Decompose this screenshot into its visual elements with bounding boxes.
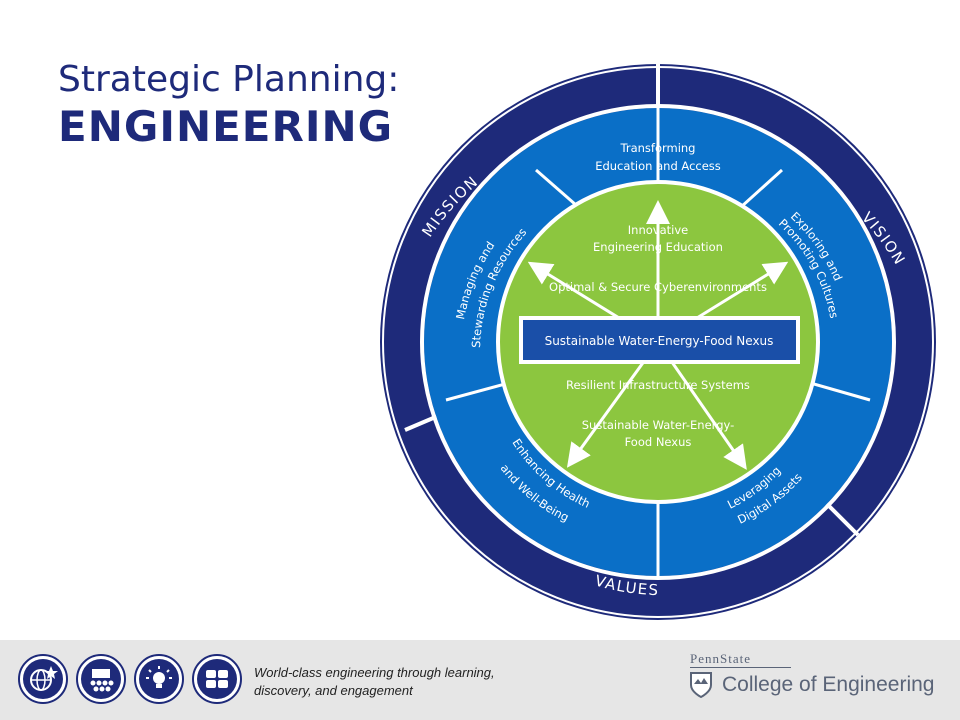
- page-title-line2: ENGINEERING: [58, 102, 394, 151]
- brand-college-name: College of Engineering: [722, 673, 935, 696]
- tagline-line2: discovery, and engagement: [254, 683, 413, 698]
- crowd-icon: [76, 654, 126, 704]
- brand-logo: PennState College of Engineering: [690, 650, 934, 698]
- tagline-line1: World-class engineering through learning…: [254, 665, 495, 680]
- core-sustainable-2: Food Nexus: [625, 435, 692, 449]
- hands-icon: [192, 654, 242, 704]
- core-sustainable-1: Sustainable Water-Energy-: [582, 418, 735, 432]
- transforming-label-2: Education and Access: [595, 159, 721, 173]
- strategic-plan-diagram: MISSION VISION VALUES Transforming Educa…: [380, 64, 936, 620]
- transforming-label-1: Transforming: [620, 141, 696, 155]
- brand-university: PennState: [690, 651, 791, 668]
- lightbulb-icon: [134, 654, 184, 704]
- highlight-label: Sustainable Water-Energy-Food Nexus: [545, 334, 774, 348]
- title-block: Strategic Planning: ENGINEERING: [58, 58, 399, 152]
- ring-divider-right: [824, 501, 860, 537]
- globe-star-icon: [18, 654, 68, 704]
- footer-icons: [18, 654, 242, 708]
- footer-tagline: World-class engineering through learning…: [254, 664, 584, 700]
- page-title-line1: Strategic Planning:: [58, 59, 400, 100]
- shield-icon: [690, 672, 712, 698]
- core-resilient: Resilient Infrastructure Systems: [566, 378, 750, 392]
- highlight-box: [523, 320, 796, 360]
